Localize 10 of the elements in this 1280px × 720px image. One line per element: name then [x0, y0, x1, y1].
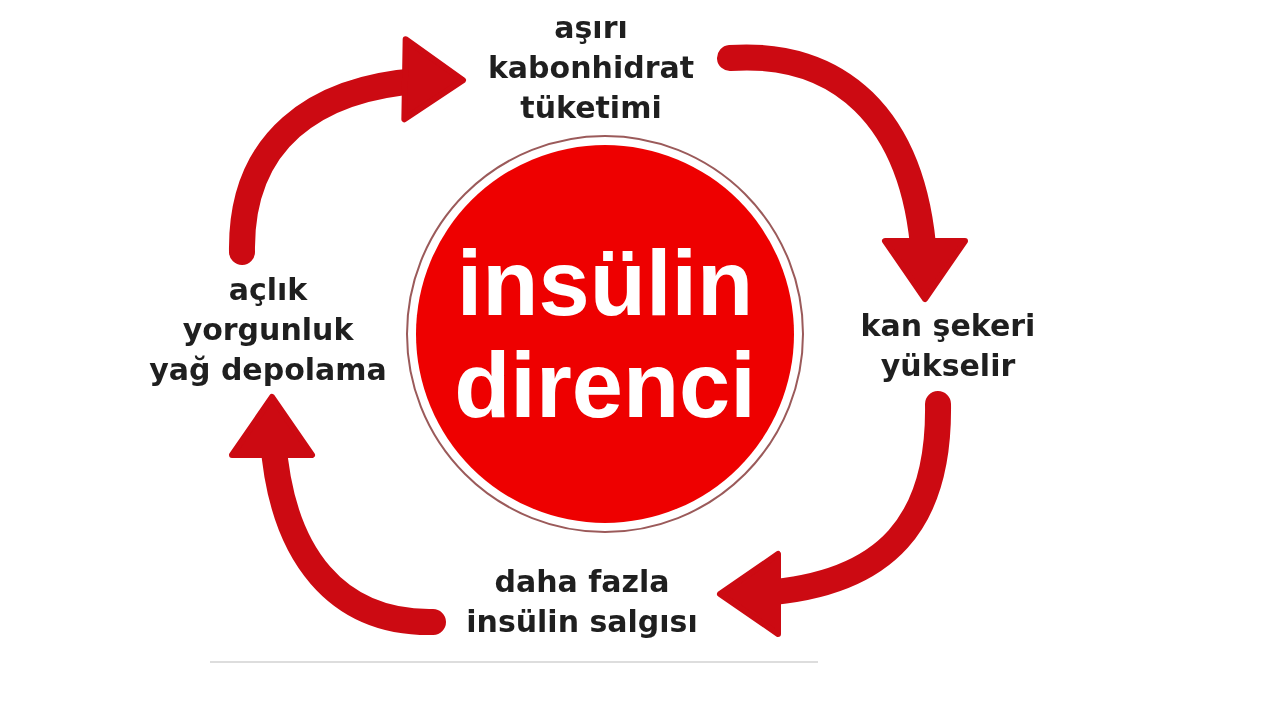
- curved-arrow: [717, 391, 951, 636]
- step-label: açlık: [228, 271, 308, 309]
- step-label: aşırı kabonhidrat tüketimi: [466, 4, 716, 132]
- curved-arrow: [229, 38, 466, 265]
- circle-title: insülin direnci: [453, 232, 757, 436]
- step-label: daha fazla insülin salgısı: [447, 558, 717, 646]
- curved-arrow: [717, 44, 966, 302]
- step-label: yorgunluk: [182, 311, 354, 349]
- step-label: kan şekeri yükselir: [838, 302, 1058, 390]
- step-label: yağ depolama: [149, 351, 387, 389]
